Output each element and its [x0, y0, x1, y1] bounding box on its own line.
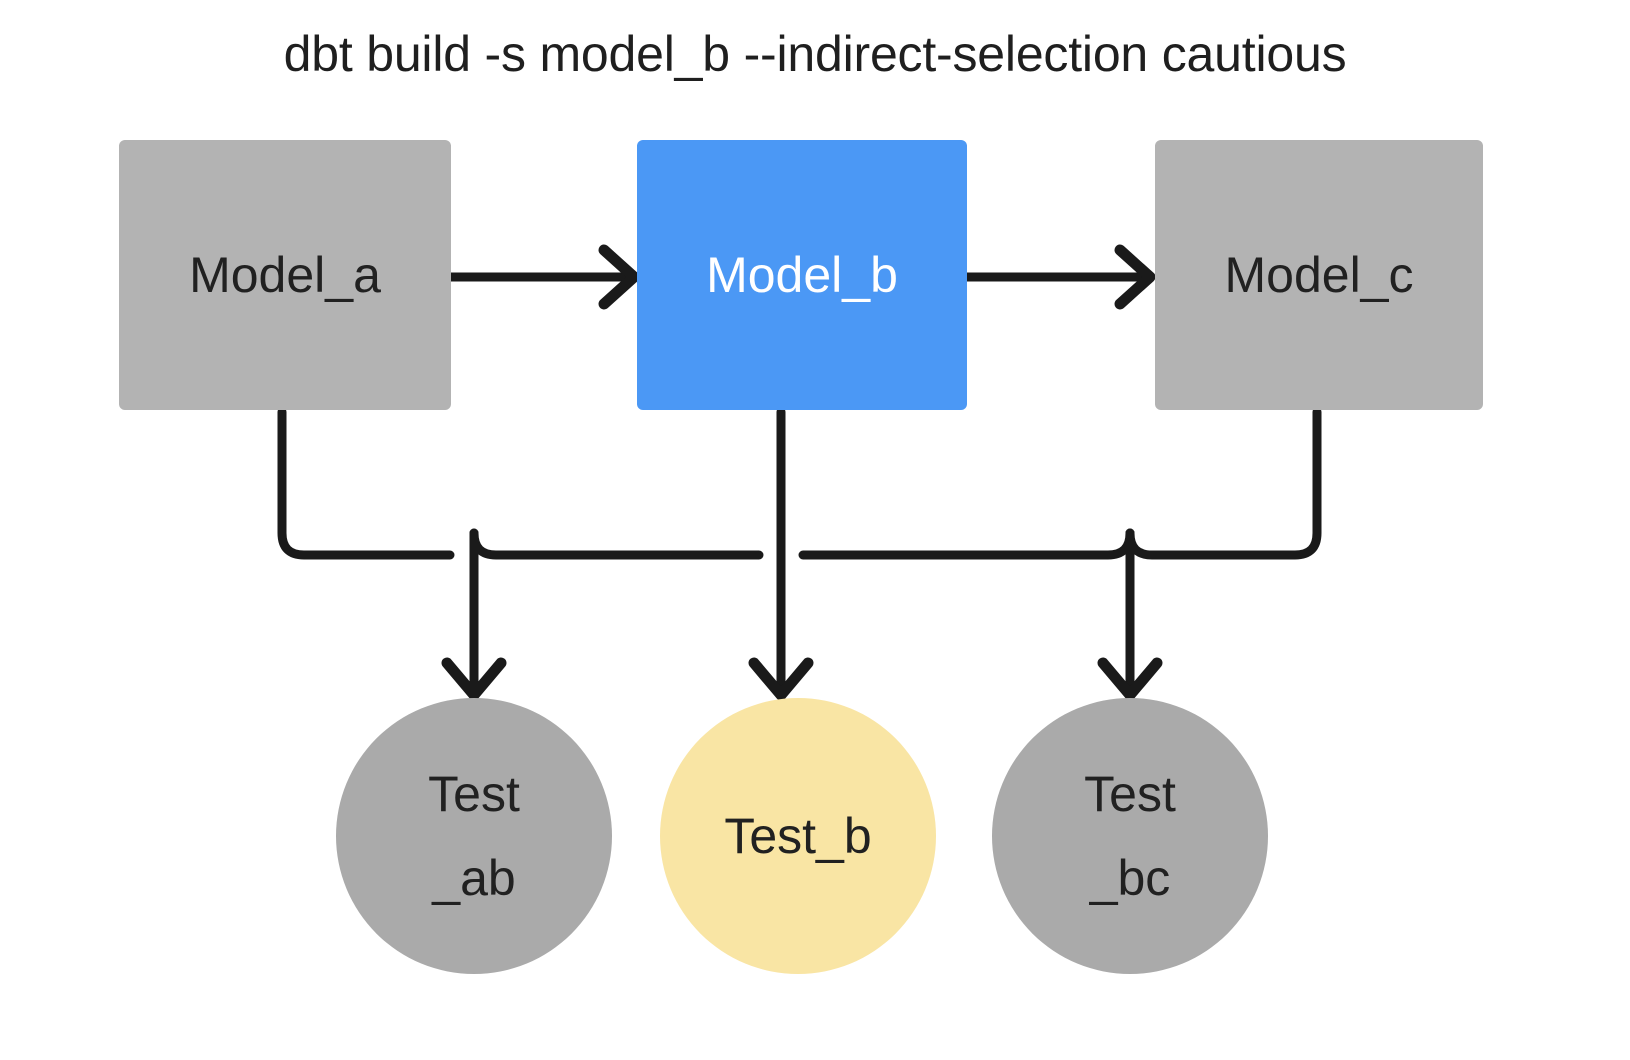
- edge-model-b-to-test-ab: [469, 528, 764, 560]
- node-test-b[interactable]: Test_b: [660, 698, 936, 974]
- node-test-ab[interactable]: Test _ab: [336, 698, 612, 974]
- edge-arrow-test-ab: [441, 528, 507, 701]
- node-model-a[interactable]: Model_a: [119, 140, 451, 410]
- edge-arrow-test-bc: [1097, 528, 1163, 701]
- node-test-bc[interactable]: Test _bc: [992, 698, 1268, 974]
- edge-model-c-to-test-bc: [1125, 407, 1322, 560]
- node-test-bc-label-line2: _bc: [1089, 850, 1171, 906]
- edge-model-a-to-test-ab: [277, 407, 455, 560]
- edge-model-b-to-test-b: [748, 407, 814, 701]
- node-test-bc-label-line1: Test: [1084, 766, 1176, 822]
- edge-model-b-to-model-c: [962, 244, 1156, 310]
- node-model-b[interactable]: Model_b: [637, 140, 967, 410]
- node-test-ab-label-line2: _ab: [432, 850, 516, 906]
- diagram-title: dbt build -s model_b --indirect-selectio…: [283, 26, 1347, 82]
- node-model-a-label: Model_a: [189, 247, 381, 303]
- node-test-b-label-line1: Test_b: [724, 808, 872, 864]
- node-test-ab-label-line1: Test: [428, 766, 520, 822]
- node-model-b-label: Model_b: [706, 247, 898, 303]
- edge-model-a-to-model-b: [446, 244, 640, 310]
- edge-model-b-to-test-bc: [798, 528, 1135, 560]
- node-model-c-label: Model_c: [1224, 247, 1414, 303]
- node-model-c[interactable]: Model_c: [1155, 140, 1483, 410]
